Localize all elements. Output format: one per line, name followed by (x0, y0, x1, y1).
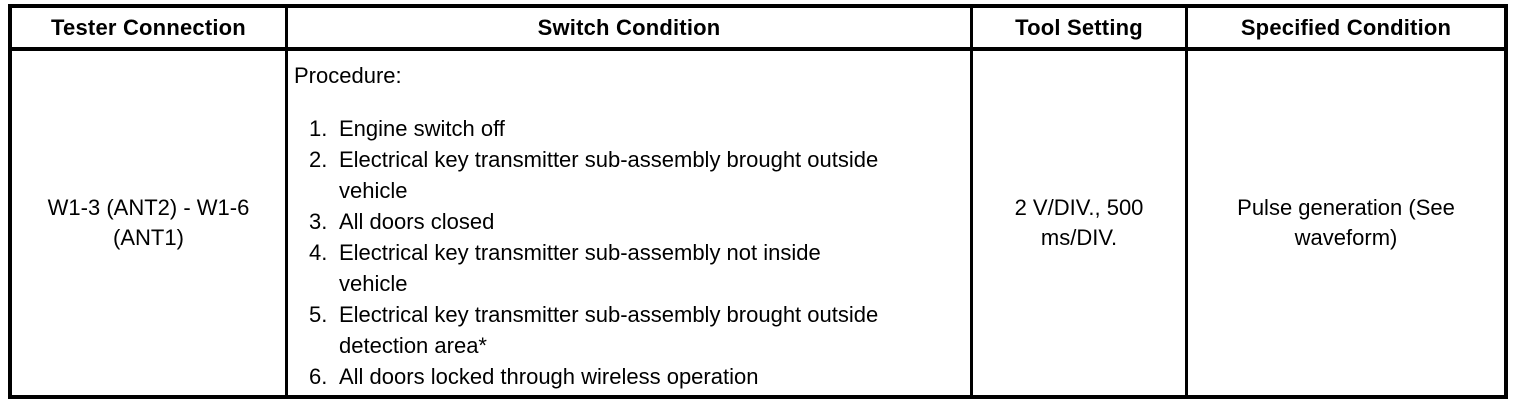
column-header-specified-condition: Specified Condition (1240, 14, 1452, 40)
procedure-step: 2. Electrical key transmitter sub-assemb… (294, 144, 964, 206)
step-text: Electrical key transmitter sub-assembly … (339, 147, 879, 203)
step-text: All doors closed (339, 209, 495, 234)
column-header-tester-connection: Tester Connection (12, 8, 288, 47)
column-header-switch-condition: Switch Condition (288, 8, 973, 47)
step-number: 5. (309, 302, 328, 327)
procedure-step: 3. All doors closed (294, 206, 964, 237)
procedure-label: Procedure: (294, 63, 402, 88)
step-number: 1. (309, 116, 328, 141)
cell-tester-connection: W1-3 (ANT2) - W1-6 (ANT1) (12, 51, 288, 395)
table-row: W1-3 (ANT2) - W1-6 (ANT1) Procedure: 1. … (12, 51, 1504, 395)
table-header-row: Tester Connection Switch Condition Tool … (12, 8, 1504, 51)
step-text: Electrical key transmitter sub-assembly … (339, 302, 879, 358)
cell-tool-setting: 2 V/DIV., 500 ms/DIV. (973, 51, 1188, 395)
step-number: 6. (309, 364, 328, 389)
tool-setting-value: 2 V/DIV., 500 ms/DIV. (1014, 195, 1144, 250)
procedure-step: 1. Engine switch off (294, 113, 964, 144)
step-text: Electrical key transmitter sub-assembly … (339, 240, 821, 296)
procedure-step: 4. Electrical key transmitter sub-assemb… (294, 237, 964, 299)
procedure-step: 6. All doors locked through wireless ope… (294, 361, 964, 392)
step-number: 4. (309, 240, 328, 265)
step-number: 3. (309, 209, 328, 234)
specified-condition-value: Pulse generation (See waveform) (1237, 195, 1455, 250)
step-text: Engine switch off (339, 116, 505, 141)
step-text: All doors locked through wireless operat… (339, 364, 759, 389)
column-header-tool-setting: Tool Setting (973, 8, 1188, 47)
procedure-step-list: 1. Engine switch off 2. Electrical key t… (294, 113, 964, 392)
step-number: 2. (309, 147, 328, 172)
procedure-step: 5. Electrical key transmitter sub-assemb… (294, 299, 964, 361)
cell-switch-condition: Procedure: 1. Engine switch off 2. Elect… (288, 51, 973, 395)
cell-specified-condition: Pulse generation (See waveform) (1188, 51, 1504, 395)
specification-table: Tester Connection Switch Condition Tool … (8, 4, 1508, 399)
tester-connection-value: W1-3 (ANT2) - W1-6 (ANT1) (47, 195, 250, 250)
